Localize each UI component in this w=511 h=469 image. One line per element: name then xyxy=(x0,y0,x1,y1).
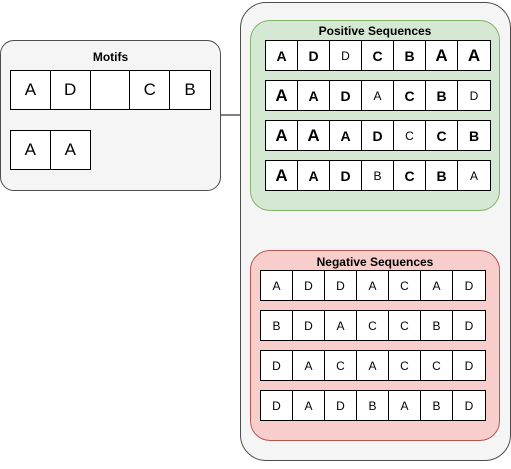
sequence-cell: A xyxy=(64,140,76,159)
sequence-cell: D xyxy=(330,41,362,70)
sequence-cell: A xyxy=(421,271,453,300)
sequence-cell: A xyxy=(357,351,389,380)
sequence-cell: B xyxy=(421,391,453,420)
sequence-cell: A xyxy=(266,41,298,70)
sequence-cell: D xyxy=(469,88,479,103)
sequence-cell: D xyxy=(293,311,325,340)
sequence-cell: D xyxy=(261,351,293,380)
sequence-cell: C xyxy=(389,271,421,300)
sequence-cell: D xyxy=(330,81,362,110)
sequence-cell: A xyxy=(325,311,357,340)
sequence-cell: D xyxy=(464,358,474,373)
sequence-cell: A xyxy=(266,121,298,150)
positive-sequences-title: Positive Sequences xyxy=(318,24,432,38)
sequence-cell: A xyxy=(293,351,325,380)
sequence-cell: A xyxy=(357,271,389,300)
sequence-cell: D xyxy=(261,391,293,420)
sequence-cell: D xyxy=(51,71,91,109)
sequence-cell: A xyxy=(467,45,481,65)
sequence-cell: C xyxy=(389,351,421,380)
sequence-cell: B xyxy=(468,127,480,144)
sequence-cell: A xyxy=(298,121,330,150)
sequence-cell: D xyxy=(464,398,474,413)
sequence-cell: A xyxy=(261,271,293,300)
sequence-cell: A xyxy=(293,391,325,420)
sequence-cell: A xyxy=(298,161,330,190)
sequence-cell: C xyxy=(426,121,458,150)
sequence-cell: B xyxy=(421,311,453,340)
sequence-cell: B xyxy=(184,80,196,99)
sequence-cell: C xyxy=(389,311,421,340)
sequence-cell: C xyxy=(357,311,389,340)
sequence-cell: A xyxy=(330,121,362,150)
motifs-title: Motifs xyxy=(92,50,129,64)
sequence-cell: A xyxy=(11,71,51,109)
sequence-cell: C xyxy=(421,351,453,380)
sequence-cell: C xyxy=(362,41,394,70)
sequence-cell: C xyxy=(394,81,426,110)
sequence-cell: C xyxy=(325,351,357,380)
sequence-cell: B xyxy=(362,161,394,190)
sequence-cell: A xyxy=(469,168,478,183)
sequence-cell: B xyxy=(394,41,426,70)
sequence-cell: A xyxy=(362,81,394,110)
sequence-cell: C xyxy=(130,71,171,109)
sequence-cell: B xyxy=(261,311,293,340)
sequence-cell: D xyxy=(464,278,474,293)
sequence-cell: B xyxy=(426,161,458,190)
negative-sequences-title: Negative Sequences xyxy=(316,255,434,269)
sequence-cell: C xyxy=(394,161,426,190)
sequence-cell: D xyxy=(298,41,330,70)
sequence-cell: A xyxy=(11,131,51,169)
sequence-cell: B xyxy=(357,391,389,420)
sequence-cell: A xyxy=(426,41,458,70)
sequence-cell: A xyxy=(266,81,298,110)
sequence-cell: A xyxy=(266,161,298,190)
sequence-cell: D xyxy=(362,121,394,150)
sequence-cell: A xyxy=(298,81,330,110)
sequence-cell: D xyxy=(464,318,474,333)
sequence-cell: D xyxy=(325,271,357,300)
sequence-cell: D xyxy=(293,271,325,300)
sequence-cell: B xyxy=(426,81,458,110)
sequence-cell: C xyxy=(394,121,426,150)
sequence-cell xyxy=(91,71,131,109)
sequence-cell: A xyxy=(389,391,421,420)
sequence-cell: D xyxy=(325,391,357,420)
sequence-cell: D xyxy=(330,161,362,190)
